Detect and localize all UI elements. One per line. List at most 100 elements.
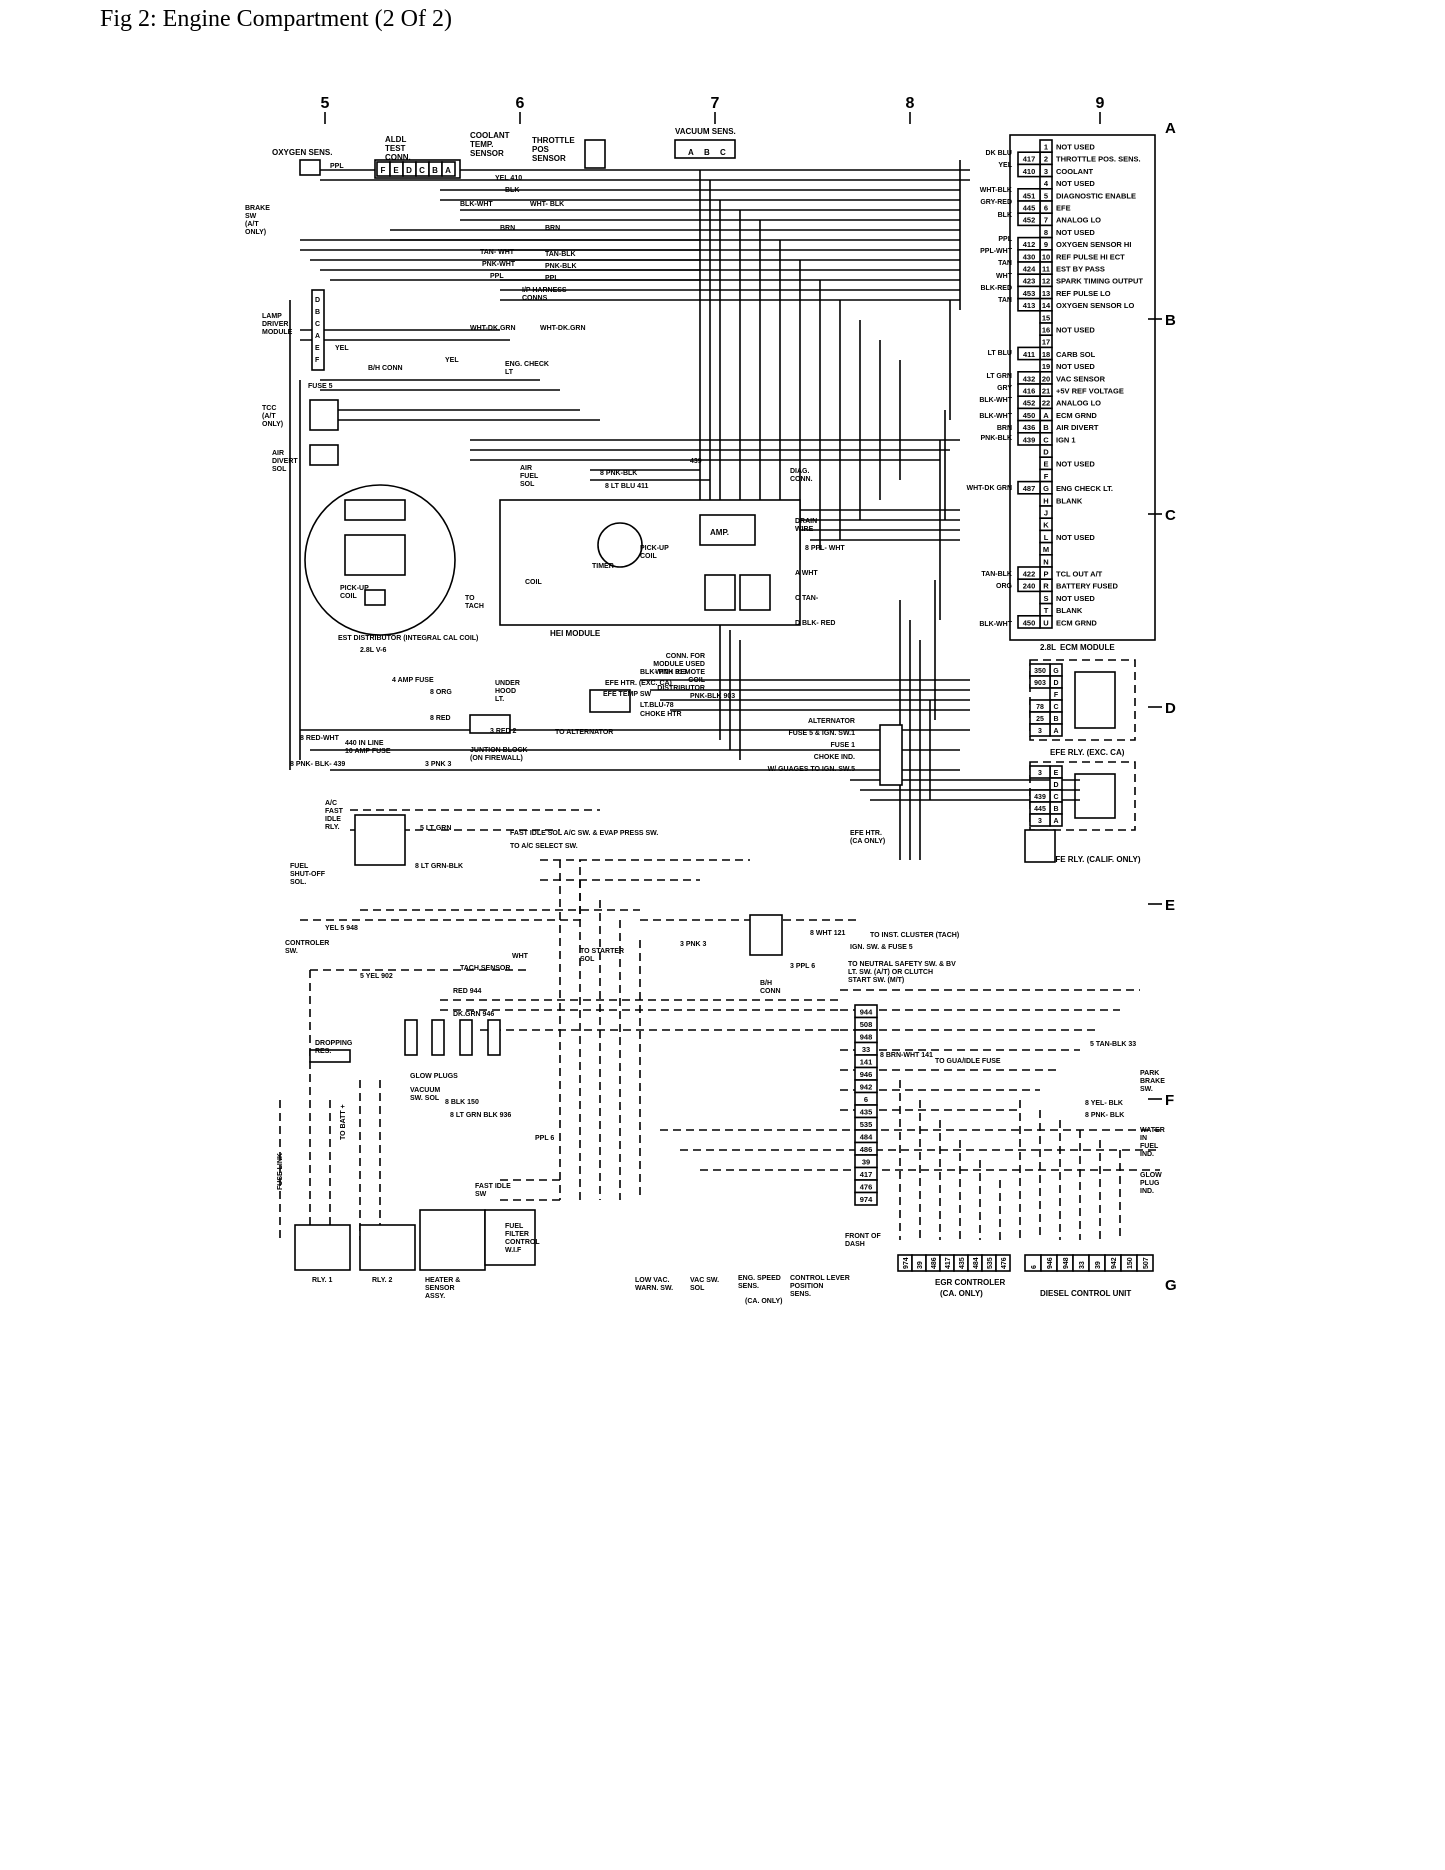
stack-wire-number: 476 (860, 1183, 873, 1192)
alt-group-label: W/ GUAGES TO IGN. SW.5 (768, 766, 855, 773)
ecm-pin-id: H (1043, 496, 1048, 505)
diesel-pin-number: 150 (1127, 1257, 1134, 1269)
ecm-pin-id: 3 (1044, 167, 1048, 176)
wire-label: 5 YEL 902 (360, 973, 393, 980)
ecm-pin-desc: REF PULSE LO (1056, 289, 1111, 298)
lamp-pin-id: B (315, 309, 320, 316)
page-title: Fig 2: Engine Compartment (2 Of 2) (100, 6, 452, 32)
ecm-wire-color: WHT-BLK (980, 187, 1012, 194)
ecm-wire-color: WHT (996, 273, 1013, 280)
stack-cell (854, 1191, 878, 1206)
grid-column-6: 6 (516, 95, 525, 112)
ecm-pin-id: M (1043, 545, 1049, 554)
inline-fuse-label: 10 AMP FUSE (345, 748, 391, 755)
fuse5-label: FUSE 5 (308, 383, 333, 390)
ecm-pin-desc: OXYGEN SENSOR HI (1056, 240, 1131, 249)
diesel-pin (1136, 1254, 1154, 1272)
ecm-wire-number: 452 (1023, 399, 1036, 408)
ecm-wire-number: 450 (1023, 618, 1036, 627)
ecm-pin-id: T (1044, 606, 1049, 615)
stack-wire-number: 948 (860, 1033, 873, 1042)
wire-label: 3 PPL 6 (790, 963, 815, 970)
wire-label: 8 PPL- WHT (805, 545, 845, 552)
air-fuel-label: AIR (520, 465, 532, 472)
ecm-pin-id: 16 (1042, 326, 1050, 335)
vac-sw-sol-label: VAC SW. (690, 1277, 719, 1284)
relay-pin-id: B (1053, 716, 1058, 723)
alt-group-label: ALTERNATOR (808, 718, 855, 725)
wire-label: PNK-BLK 903 (690, 693, 735, 700)
ecm-wire-number: 430 (1023, 252, 1036, 261)
relay-wire-number: 445 (1034, 806, 1046, 813)
diesel-pin-number: 39 (1095, 1261, 1102, 1269)
ecm-wire-color: YEL (998, 162, 1012, 169)
ecm-pin-id: 9 (1044, 240, 1048, 249)
ecm-pin-desc: NOT USED (1056, 533, 1095, 542)
bh-conn-label: B/H CONN (368, 365, 403, 372)
wire-label: 5 TAN-BLK 33 (1090, 1041, 1136, 1048)
control-lever-label: CONTROL LEVER (790, 1275, 850, 1282)
ecm-pin-desc: ANALOG LO (1056, 216, 1101, 225)
wire-label: 8 YEL- BLK (1085, 1100, 1123, 1107)
dist-pickup-label: COIL (340, 593, 357, 600)
relay-wire (1029, 675, 1051, 689)
relay-label: EFE RLY. (CALIF. ONLY) (1050, 855, 1141, 864)
relay-label: EFE RLY. (EXC. CA) (1050, 748, 1125, 757)
tcc-label: (A/T (262, 413, 276, 420)
wire-label: WHT- BLK (530, 201, 564, 208)
glow-ind-label: IND. (1140, 1188, 1154, 1195)
ecm-pin-id: R (1043, 582, 1049, 591)
air-divert-label: AIR (272, 450, 284, 457)
ecm-wire-color: BLK (998, 212, 1012, 219)
wire-label: YEL (335, 345, 349, 352)
diesel-pin-number: 507 (1143, 1257, 1150, 1269)
ecm-pin-desc: ECM GRND (1056, 618, 1097, 627)
ecm-pin-desc: NOT USED (1056, 326, 1095, 335)
stack-wire-number: 6 (864, 1095, 868, 1104)
fuse-link-label: FUSE LINK (277, 1153, 284, 1190)
lamp-pin-id: F (315, 357, 320, 364)
wire-label: 8 PNK- BLK- 439 (290, 761, 345, 768)
wire-label: A WHT (795, 570, 818, 577)
grid-row-C: C (1165, 507, 1176, 524)
ecm-pin-desc: AIR DIVERT (1056, 423, 1099, 432)
diesel-pin-number: 946 (1047, 1257, 1054, 1269)
ecm-pin-desc: BLANK (1056, 496, 1083, 505)
air-divert-label: DIVERT (272, 458, 298, 465)
ecm-pin-id: B (1043, 423, 1049, 432)
grid-column-9: 9 (1096, 95, 1105, 112)
aldl-pin-id: F (381, 166, 386, 175)
efe-htr-ca-label: EFE HTR. (850, 830, 882, 837)
ecm-pin-id: N (1043, 557, 1048, 566)
relay-pin-id: A (1053, 728, 1058, 735)
ecm-outline (1009, 134, 1156, 641)
relay-wire-number: 78 (1036, 704, 1044, 711)
stack-wire-number: 946 (860, 1070, 873, 1079)
throttle-label: THROTTLE (532, 136, 575, 145)
heater-sensor-label: ASSY. (425, 1293, 445, 1300)
wire-label: 8 BLK 150 (445, 1099, 479, 1106)
vacuum-sw-sol-label: VACUUM (410, 1087, 440, 1094)
ecm-pin-desc: CARB SOL (1056, 350, 1096, 359)
ecm-pin-desc: BATTERY FUSED (1056, 582, 1119, 591)
wiring-harness (289, 160, 1080, 860)
ecm-wire-color: BRN (997, 425, 1012, 432)
ecm-pin-desc: SPARK TIMING OUTPUT (1056, 277, 1143, 286)
fuse4-label: 4 AMP FUSE (392, 677, 434, 684)
drain-label: DRAIN (795, 518, 817, 525)
ecm-pin-id: P (1043, 570, 1048, 579)
lamp-pin-id: D (315, 297, 320, 304)
wire-label: 8 ORG (430, 689, 452, 696)
ecm-wire-box (1017, 346, 1041, 361)
wire-label: BLK-WHT (460, 201, 493, 208)
underhood-label: HOOD (495, 688, 516, 695)
ecm-wire-box (1017, 431, 1041, 446)
oxygen-sens-label: OXYGEN SENS. (272, 148, 332, 157)
egr-ca: (CA. ONLY) (940, 1289, 983, 1298)
fuel-filter-label: W.I.F (505, 1247, 522, 1254)
heater-sensor-label: HEATER & (425, 1277, 460, 1284)
